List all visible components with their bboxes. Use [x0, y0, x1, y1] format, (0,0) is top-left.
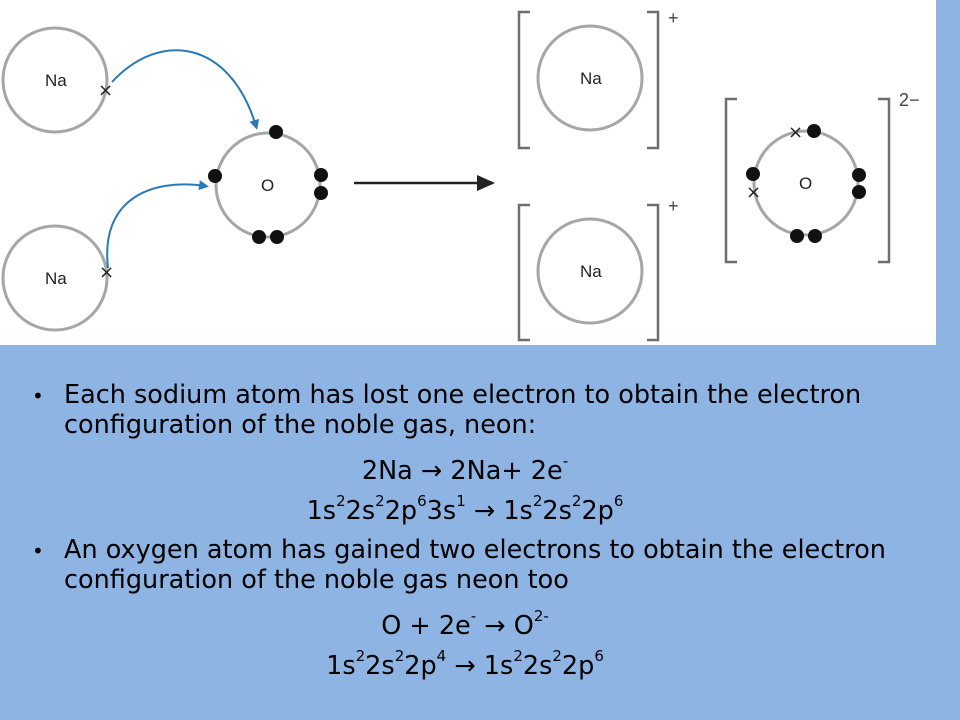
- orbital: 2p: [581, 496, 614, 526]
- electron-dot: [208, 169, 222, 183]
- bullet-dot: •: [32, 539, 44, 563]
- sodium-atom-top: Na ×: [1, 26, 113, 134]
- orbital-count: 2: [394, 646, 405, 665]
- electron-cross: ×: [98, 80, 113, 101]
- config-rhs: 1s22s22p6: [503, 493, 623, 526]
- na-label: Na: [580, 262, 602, 281]
- electron-dot: [807, 124, 821, 138]
- electron-cross: ×: [746, 182, 761, 203]
- orbital-count: 2: [336, 491, 346, 510]
- orbital-count: 6: [417, 491, 427, 510]
- equation-sodium: 2Na → 2Na+ 2e-: [0, 451, 930, 487]
- electron-dot: [314, 168, 328, 182]
- equation-oxygen: O + 2e- → O2-: [0, 606, 930, 642]
- charge-2minus: 2−: [899, 90, 920, 110]
- orbital: 1s: [483, 651, 514, 681]
- orbital: 2s: [542, 496, 572, 526]
- electron-dot: [252, 230, 266, 244]
- orbital-count: 2: [571, 491, 582, 510]
- charge-plus: +: [668, 196, 679, 216]
- orbital-count: 6: [613, 491, 624, 510]
- electron-dot: [852, 185, 866, 199]
- right-arrow-icon: →: [420, 456, 443, 486]
- electron-dot: [808, 229, 822, 243]
- config-oxygen: 1s22s22p4 → 1s22s22p6: [0, 648, 930, 682]
- orbital: 2p: [384, 496, 418, 526]
- eq-sup: -: [470, 606, 477, 625]
- na-label: Na: [580, 69, 602, 88]
- bullet-text: An oxygen atom has gained two electrons …: [64, 535, 886, 595]
- right-arrow-icon: →: [454, 651, 476, 681]
- orbital-count: 2: [552, 646, 562, 665]
- orbital: 1s: [306, 496, 337, 526]
- oxygen-atom: O: [208, 125, 328, 244]
- orbital-count: 2: [355, 646, 366, 665]
- orbital: 2s: [522, 651, 553, 681]
- eq-sup: -: [562, 451, 569, 470]
- config-sodium: 1s22s22p63s1 → 1s22s22p6: [0, 493, 930, 527]
- charge-plus: +: [668, 8, 679, 28]
- config-lhs: 1s22s22p4: [326, 648, 446, 681]
- config-lhs: 1s22s22p63s1: [306, 493, 466, 526]
- orbital: 2p: [404, 651, 437, 681]
- eq-rhs: O: [513, 611, 534, 641]
- electron-dot: [269, 125, 283, 139]
- o-label: O: [261, 176, 274, 195]
- bullet-text: Each sodium atom has lost one electron t…: [64, 380, 862, 440]
- eq-sup: 2-: [533, 606, 549, 625]
- config-rhs: 1s22s22p6: [483, 648, 604, 681]
- right-arrow-icon: →: [473, 496, 496, 526]
- explanation-text: • Each sodium atom has lost one electron…: [0, 345, 960, 720]
- orbital-count: 2: [375, 491, 385, 510]
- electron-dot: [314, 186, 328, 200]
- orbital: 2s: [345, 496, 376, 526]
- right-arrow-icon: →: [484, 611, 506, 641]
- electron-cross: ×: [99, 262, 114, 283]
- orbital: 1s: [503, 496, 533, 526]
- eq-lhs: 2Na: [361, 456, 413, 486]
- sodium-ion-top: Na +: [517, 8, 679, 150]
- sodium-atom-bottom: Na ×: [1, 224, 114, 332]
- bullet-dot: •: [32, 384, 44, 408]
- orbital: 3s: [426, 496, 457, 526]
- orbital-count: 2: [513, 646, 523, 665]
- electron-transfer-arrow-bottom: [106, 180, 209, 269]
- orbital-count: 2: [532, 491, 543, 510]
- orbital-count: 6: [594, 646, 604, 665]
- na-label: Na: [45, 71, 67, 90]
- electron-transfer-arrow-top: [111, 49, 260, 130]
- ionic-bond-diagram: Na × Na × O Na: [0, 0, 936, 345]
- electron-dot: [746, 167, 760, 181]
- oxide-ion: O × × 2−: [724, 90, 920, 264]
- orbital-count: 4: [436, 646, 447, 665]
- sodium-ion-bottom: Na +: [517, 196, 679, 342]
- electron-dot: [270, 230, 284, 244]
- diagram-svg: Na × Na × O Na: [1, 8, 920, 342]
- eq-rhs: 2Na+ 2e: [450, 456, 563, 486]
- orbital: 2p: [561, 651, 595, 681]
- orbital: 1s: [326, 651, 356, 681]
- orbital-count: 1: [456, 491, 466, 510]
- eq-lhs: O + 2e: [381, 611, 471, 641]
- electron-dot: [852, 168, 866, 182]
- electron-cross: ×: [788, 122, 803, 143]
- na-label: Na: [45, 269, 67, 288]
- orbital: 2s: [365, 651, 395, 681]
- o-label: O: [799, 174, 812, 193]
- electron-dot: [790, 229, 804, 243]
